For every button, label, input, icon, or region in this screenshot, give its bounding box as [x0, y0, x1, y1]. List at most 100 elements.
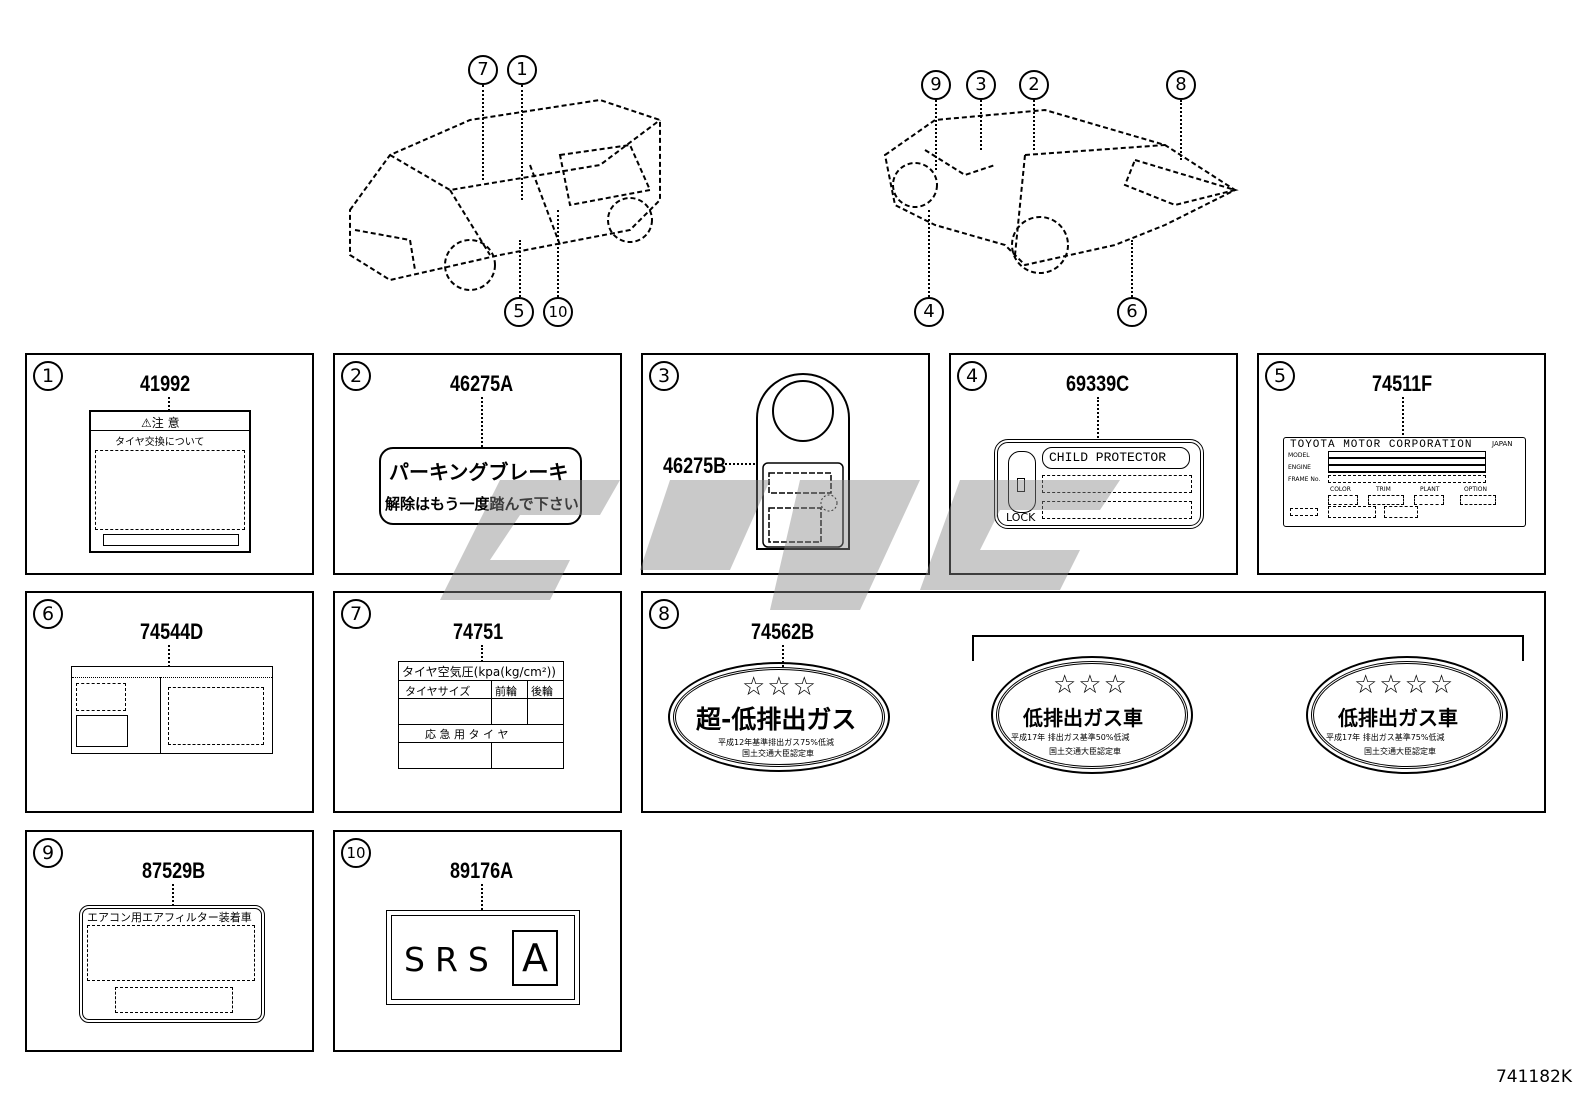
- air-filter-label: エアコン用エアフィルター装着車: [79, 905, 265, 1023]
- panel-87529B: 9 87529B エアコン用エアフィルター装着車: [25, 830, 314, 1052]
- badge-line-2: 国土交通大臣認定車: [1364, 747, 1436, 756]
- badge-title: 低排出ガス車: [1023, 706, 1143, 730]
- leader-line: [1033, 100, 1035, 150]
- leader-line: [481, 884, 483, 910]
- leader-line: [521, 85, 523, 200]
- label-subtitle: タイヤ交換について: [115, 437, 205, 448]
- index-number: 5: [1265, 361, 1295, 391]
- label-line-2: 解除はもう一度踏んで下さい: [385, 495, 579, 513]
- label-title: タイヤ空気圧(kpa(kg/cm²)): [402, 665, 556, 679]
- badge-line-2: 国土交通大臣認定車: [1049, 747, 1121, 756]
- panel-74751: 7 74751 タイヤ空気圧(kpa(kg/cm²)) タイヤサイズ 前輪 後輪…: [333, 591, 622, 813]
- tire-caution-label: ⚠注 意 タイヤ交換について: [89, 410, 251, 553]
- callout-4: 4: [914, 297, 944, 327]
- diagram-code: 741182K: [1495, 1067, 1572, 1087]
- callout-3: 3: [966, 70, 996, 100]
- stars-icon: ☆☆☆: [1053, 670, 1129, 700]
- part-number: 74751: [453, 619, 504, 644]
- emission-badge-ultra-low: ☆☆☆ 超-低排出ガス 平成12年基準排出ガス75%低減 国土交通大臣認定車: [668, 662, 890, 772]
- country: JAPAN: [1492, 440, 1513, 448]
- leader-line: [1402, 397, 1404, 439]
- front-car-illustration: [349, 98, 661, 291]
- part-number: 46275B: [663, 453, 727, 478]
- part-number: 89176A: [450, 858, 514, 883]
- engine-info-label: [71, 666, 273, 754]
- parking-brake-label: パーキングブレーキ 解除はもう一度踏んで下さい: [379, 447, 582, 525]
- variant-bracket: [972, 635, 1524, 661]
- panel-74544D: 6 74544D: [25, 591, 314, 813]
- maker-name: TOYOTA MOTOR CORPORATION: [1290, 439, 1473, 451]
- leader-line: [935, 100, 937, 170]
- leader-line: [519, 240, 521, 297]
- leader-line: [928, 210, 930, 297]
- leader-line: [557, 210, 559, 297]
- column-tire-size: タイヤサイズ: [405, 685, 471, 698]
- panel-74511F: 5 74511F TOYOTA MOTOR CORPORATION JAPAN …: [1257, 353, 1546, 575]
- leader-line: [1131, 240, 1133, 297]
- child-protector-label: LOCK CHILD PROTECTOR: [994, 439, 1204, 529]
- emission-badge-50: ☆☆☆ 低排出ガス車 平成17年 排出ガス基準50%低減 国土交通大臣認定車: [991, 656, 1193, 774]
- leader-line: [782, 645, 784, 667]
- badge-line-1: 平成12年基準排出ガス75%低減: [718, 738, 834, 747]
- panel-69339C: 4 69339C LOCK CHILD PROTECTOR: [949, 353, 1238, 575]
- callout-6: 6: [1117, 297, 1147, 327]
- index-number: 7: [341, 599, 371, 629]
- index-number: 1: [33, 361, 63, 391]
- part-number: 74562B: [751, 619, 815, 644]
- leader-line: [1097, 397, 1099, 441]
- vehicle-id-plate: TOYOTA MOTOR CORPORATION JAPAN MODEL ENG…: [1283, 437, 1526, 527]
- stars-icon: ☆☆☆: [742, 672, 818, 702]
- index-number: 6: [33, 599, 63, 629]
- panel-46275A: 2 46275A パーキングブレーキ 解除はもう一度踏んで下さい: [333, 353, 622, 575]
- label-line-1: パーキングブレーキ: [389, 460, 569, 484]
- callout-2: 2: [1019, 70, 1049, 100]
- index-number: 4: [957, 361, 987, 391]
- row-label: ENGINE: [1288, 464, 1311, 471]
- index-number: 9: [33, 838, 63, 868]
- badge-title: 超-低排出ガス: [696, 705, 857, 734]
- spare-tire-row: 応 急 用 タ イ ヤ: [425, 728, 509, 741]
- col-label: OPTION: [1464, 486, 1487, 493]
- leader-line: [481, 397, 483, 447]
- callout-1: 1: [507, 55, 537, 85]
- door-hanger-label: [756, 373, 850, 550]
- callout-8: 8: [1166, 70, 1196, 100]
- rear-car-illustration: [883, 108, 1239, 274]
- badge-line-2: 国土交通大臣認定車: [742, 749, 814, 758]
- stars-icon: ☆☆☆☆: [1354, 670, 1456, 700]
- part-number: 87529B: [142, 858, 206, 883]
- index-number: 2: [341, 361, 371, 391]
- callout-7: 7: [468, 55, 498, 85]
- callout-9: 9: [921, 70, 951, 100]
- panel-41992: 1 41992 ⚠注 意 タイヤ交換について: [25, 353, 314, 575]
- srs-text: SRS: [404, 940, 499, 979]
- part-number: 74511F: [1372, 371, 1433, 396]
- part-number: 69339C: [1066, 371, 1130, 396]
- label-title: エアコン用エアフィルター装着車: [87, 911, 252, 924]
- tire-pressure-label: タイヤ空気圧(kpa(kg/cm²)) タイヤサイズ 前輪 後輪 応 急 用 タ…: [398, 661, 564, 769]
- index-number: 10: [341, 838, 371, 868]
- caution-heading: ⚠注 意: [141, 416, 180, 430]
- index-number: 8: [649, 599, 679, 629]
- leader-line: [168, 397, 170, 411]
- panel-89176A: 10 89176A SRS A: [333, 830, 622, 1052]
- row-label: MODEL: [1288, 452, 1310, 459]
- badge-line-1: 平成17年 排出ガス基準75%低減: [1326, 733, 1445, 742]
- emission-badge-75: ☆☆☆☆ 低排出ガス車 平成17年 排出ガス基準75%低減 国土交通大臣認定車: [1306, 656, 1508, 774]
- leader-line: [482, 85, 484, 180]
- label-title: CHILD PROTECTOR: [1049, 450, 1167, 465]
- col-label: COLOR: [1330, 486, 1351, 493]
- lock-text: LOCK: [1006, 511, 1036, 524]
- leader-line: [172, 884, 174, 906]
- row-label: FRAME No.: [1288, 476, 1321, 483]
- panel-74562B: 8 74562B ☆☆☆ 超-低排出ガス 平成12年基準排出ガス75%低減 国土…: [641, 591, 1546, 813]
- leader-line: [168, 645, 170, 667]
- badge-line-1: 平成17年 排出ガス基準50%低減: [1011, 733, 1130, 742]
- callout-10: 10: [543, 297, 573, 327]
- part-number: 41992: [140, 371, 191, 396]
- srs-badge-letter: A: [522, 936, 548, 980]
- column-front: 前輪: [495, 685, 517, 698]
- callout-5: 5: [504, 297, 534, 327]
- srs-label: SRS A: [386, 910, 580, 1005]
- leader-line: [481, 645, 483, 662]
